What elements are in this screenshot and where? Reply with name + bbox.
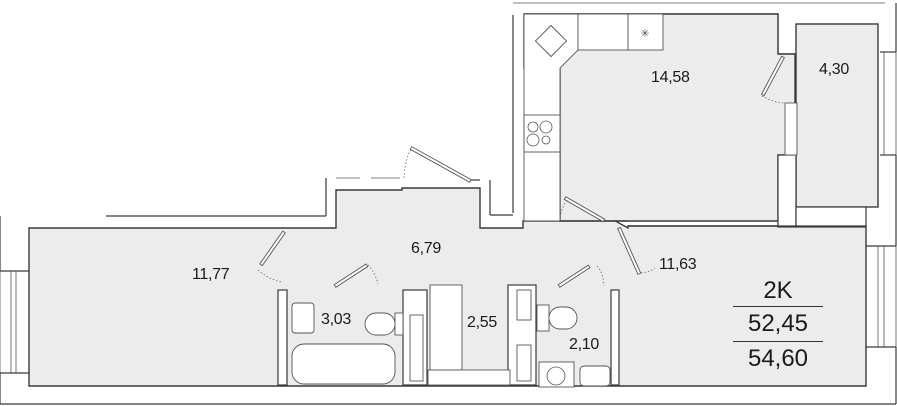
toilet-icon — [548, 306, 578, 330]
wardrobe-shelves — [427, 284, 511, 386]
washing-machine-icon — [538, 361, 575, 388]
door-kitchen — [563, 196, 606, 223]
living-area: 52,45 — [733, 306, 823, 341]
room-area-bedroom-left: 11,77 — [192, 266, 230, 283]
door-entrance — [409, 146, 472, 183]
door-bedroom-right — [617, 226, 642, 275]
toilet-icon — [364, 312, 396, 336]
apartment-summary: 2K 52,45 54,60 — [733, 276, 823, 376]
sink-icon — [291, 302, 315, 334]
room-balcony — [795, 23, 879, 208]
room-area-balcony: 4,30 — [819, 61, 849, 78]
room-area-kitchen: 14,58 — [651, 69, 690, 86]
sink-icon — [579, 365, 611, 387]
sink-icon — [534, 24, 568, 58]
room-area-bathroom: 3,03 — [321, 311, 351, 328]
room-area-wardrobe: 2,55 — [467, 314, 497, 331]
total-area: 54,60 — [733, 341, 823, 376]
kitchen-counter: ✳ — [523, 13, 664, 222]
room-area-toilet: 2,10 — [569, 336, 599, 353]
door-toilet — [557, 264, 591, 288]
door-balcony — [760, 55, 785, 97]
door-bathroom — [333, 263, 369, 288]
room-area-hallway: 6,79 — [411, 240, 441, 257]
fridge-icon: ✳ — [640, 28, 649, 40]
apartment-type: 2K — [763, 277, 793, 304]
door-bedroom-left — [259, 230, 286, 267]
toilet-fixtures — [516, 289, 611, 388]
room-area-bedroom-right: 11,63 — [659, 256, 697, 273]
doors — [257, 55, 798, 288]
bathtub-icon — [291, 343, 396, 385]
bathroom-fixtures — [291, 302, 424, 385]
stove-icon — [523, 114, 561, 153]
partitions — [277, 154, 867, 386]
